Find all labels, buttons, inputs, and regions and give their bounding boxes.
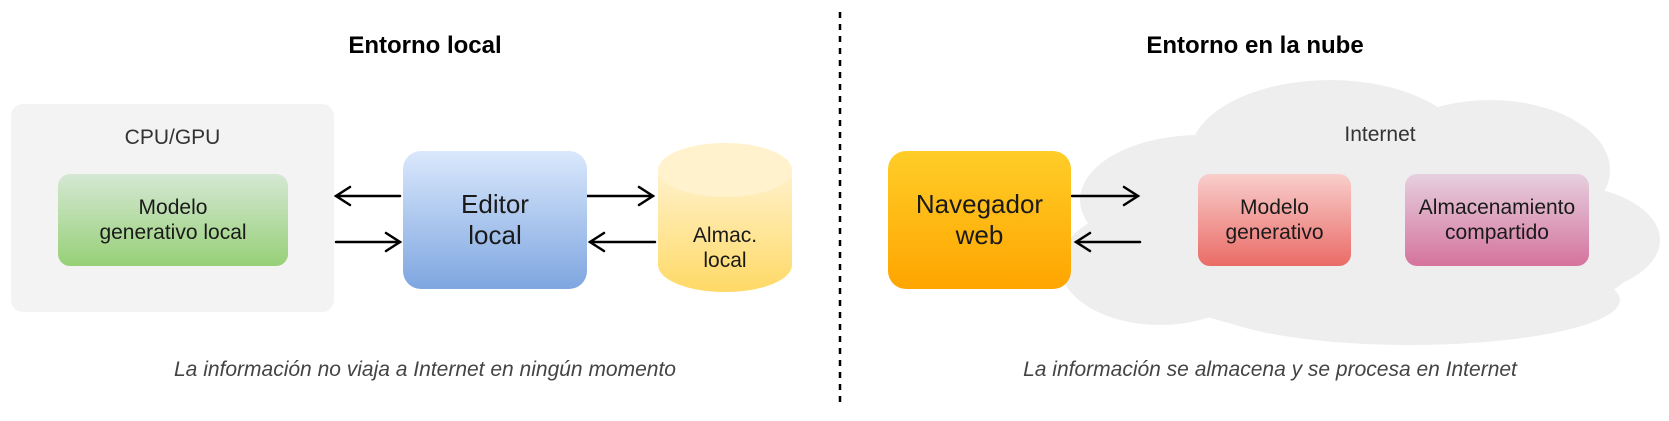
internet-label: Internet bbox=[1344, 123, 1416, 146]
shared-storage: Almacenamiento compartido bbox=[1405, 174, 1589, 266]
arrow-editor-to-model bbox=[333, 185, 402, 207]
arrow-browser-to-cloud bbox=[1070, 185, 1141, 207]
web-browser: Navegador web bbox=[888, 151, 1071, 289]
cpu-gpu-label: CPU/GPU bbox=[124, 126, 221, 149]
local-storage-label: Almac. local bbox=[692, 224, 758, 273]
local-editor: Editor local bbox=[403, 151, 587, 289]
arrow-storage-to-editor bbox=[587, 231, 657, 253]
arrow-model-to-editor bbox=[334, 231, 403, 253]
cloud-caption: La información se almacena y se procesa … bbox=[1023, 358, 1517, 381]
cloud-section-title: Entorno en la nube bbox=[1146, 32, 1364, 59]
local-section-title: Entorno local bbox=[348, 32, 502, 59]
local-generative-model: Modelo generativo local bbox=[58, 174, 288, 266]
local-caption: La información no viaja a Internet en ni… bbox=[174, 358, 676, 381]
arrow-editor-to-storage bbox=[585, 185, 656, 207]
arrow-cloud-to-browser bbox=[1073, 231, 1142, 253]
cloud-generative-model: Modelo generativo bbox=[1198, 174, 1351, 266]
local-storage-cylinder bbox=[658, 143, 792, 292]
